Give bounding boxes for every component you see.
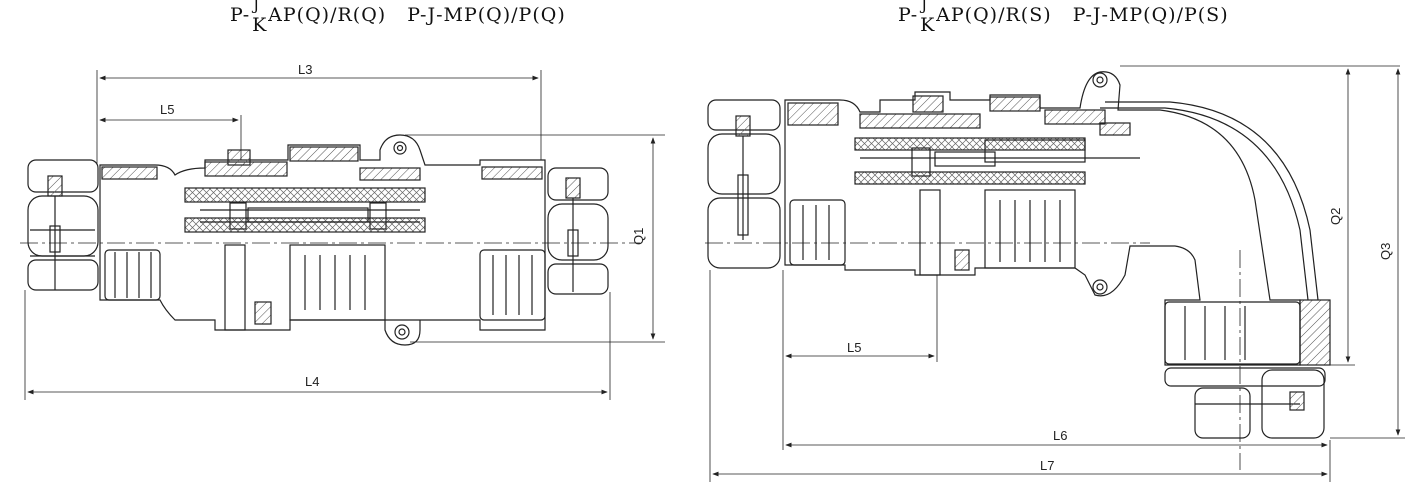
dim-l5-left: L5 [160,102,174,117]
right-dimensions [709,65,1405,482]
elbow-cable-clamp-bottom [1164,367,1326,439]
dim-l6: L6 [1053,428,1067,443]
dim-q3: Q3 [1378,243,1393,260]
title-right-prefix: P- [898,4,919,26]
title-left-rest: AP(Q)/R(Q) P-J-MP(Q)/P(Q) [268,4,566,26]
title-left-prefix: P- [230,4,251,26]
title-right-rest: AP(Q)/R(S) P-J-MP(Q)/P(S) [936,4,1229,26]
straight-connector-drawing [20,134,640,346]
left-cable-clamp [27,159,99,291]
title-right-sup: J [921,0,929,14]
elbow-body-outline [784,71,1301,366]
title-left-sup: J [253,0,261,14]
dim-l7: L7 [1040,458,1054,473]
dim-l3: L3 [298,62,312,77]
title-left-sub: K [252,14,268,36]
connector-body-outline [99,134,546,346]
elbow-connector-drawing [705,71,1331,470]
dim-q2: Q2 [1328,208,1343,225]
right-cable-clamp [547,167,609,295]
dim-q1: Q1 [631,228,646,245]
left-dimensions [24,70,665,400]
dim-l5-right: L5 [847,340,861,355]
elbow-cable-clamp-left [707,99,781,269]
title-right-sub: K [920,14,936,36]
dim-l4: L4 [305,374,319,389]
